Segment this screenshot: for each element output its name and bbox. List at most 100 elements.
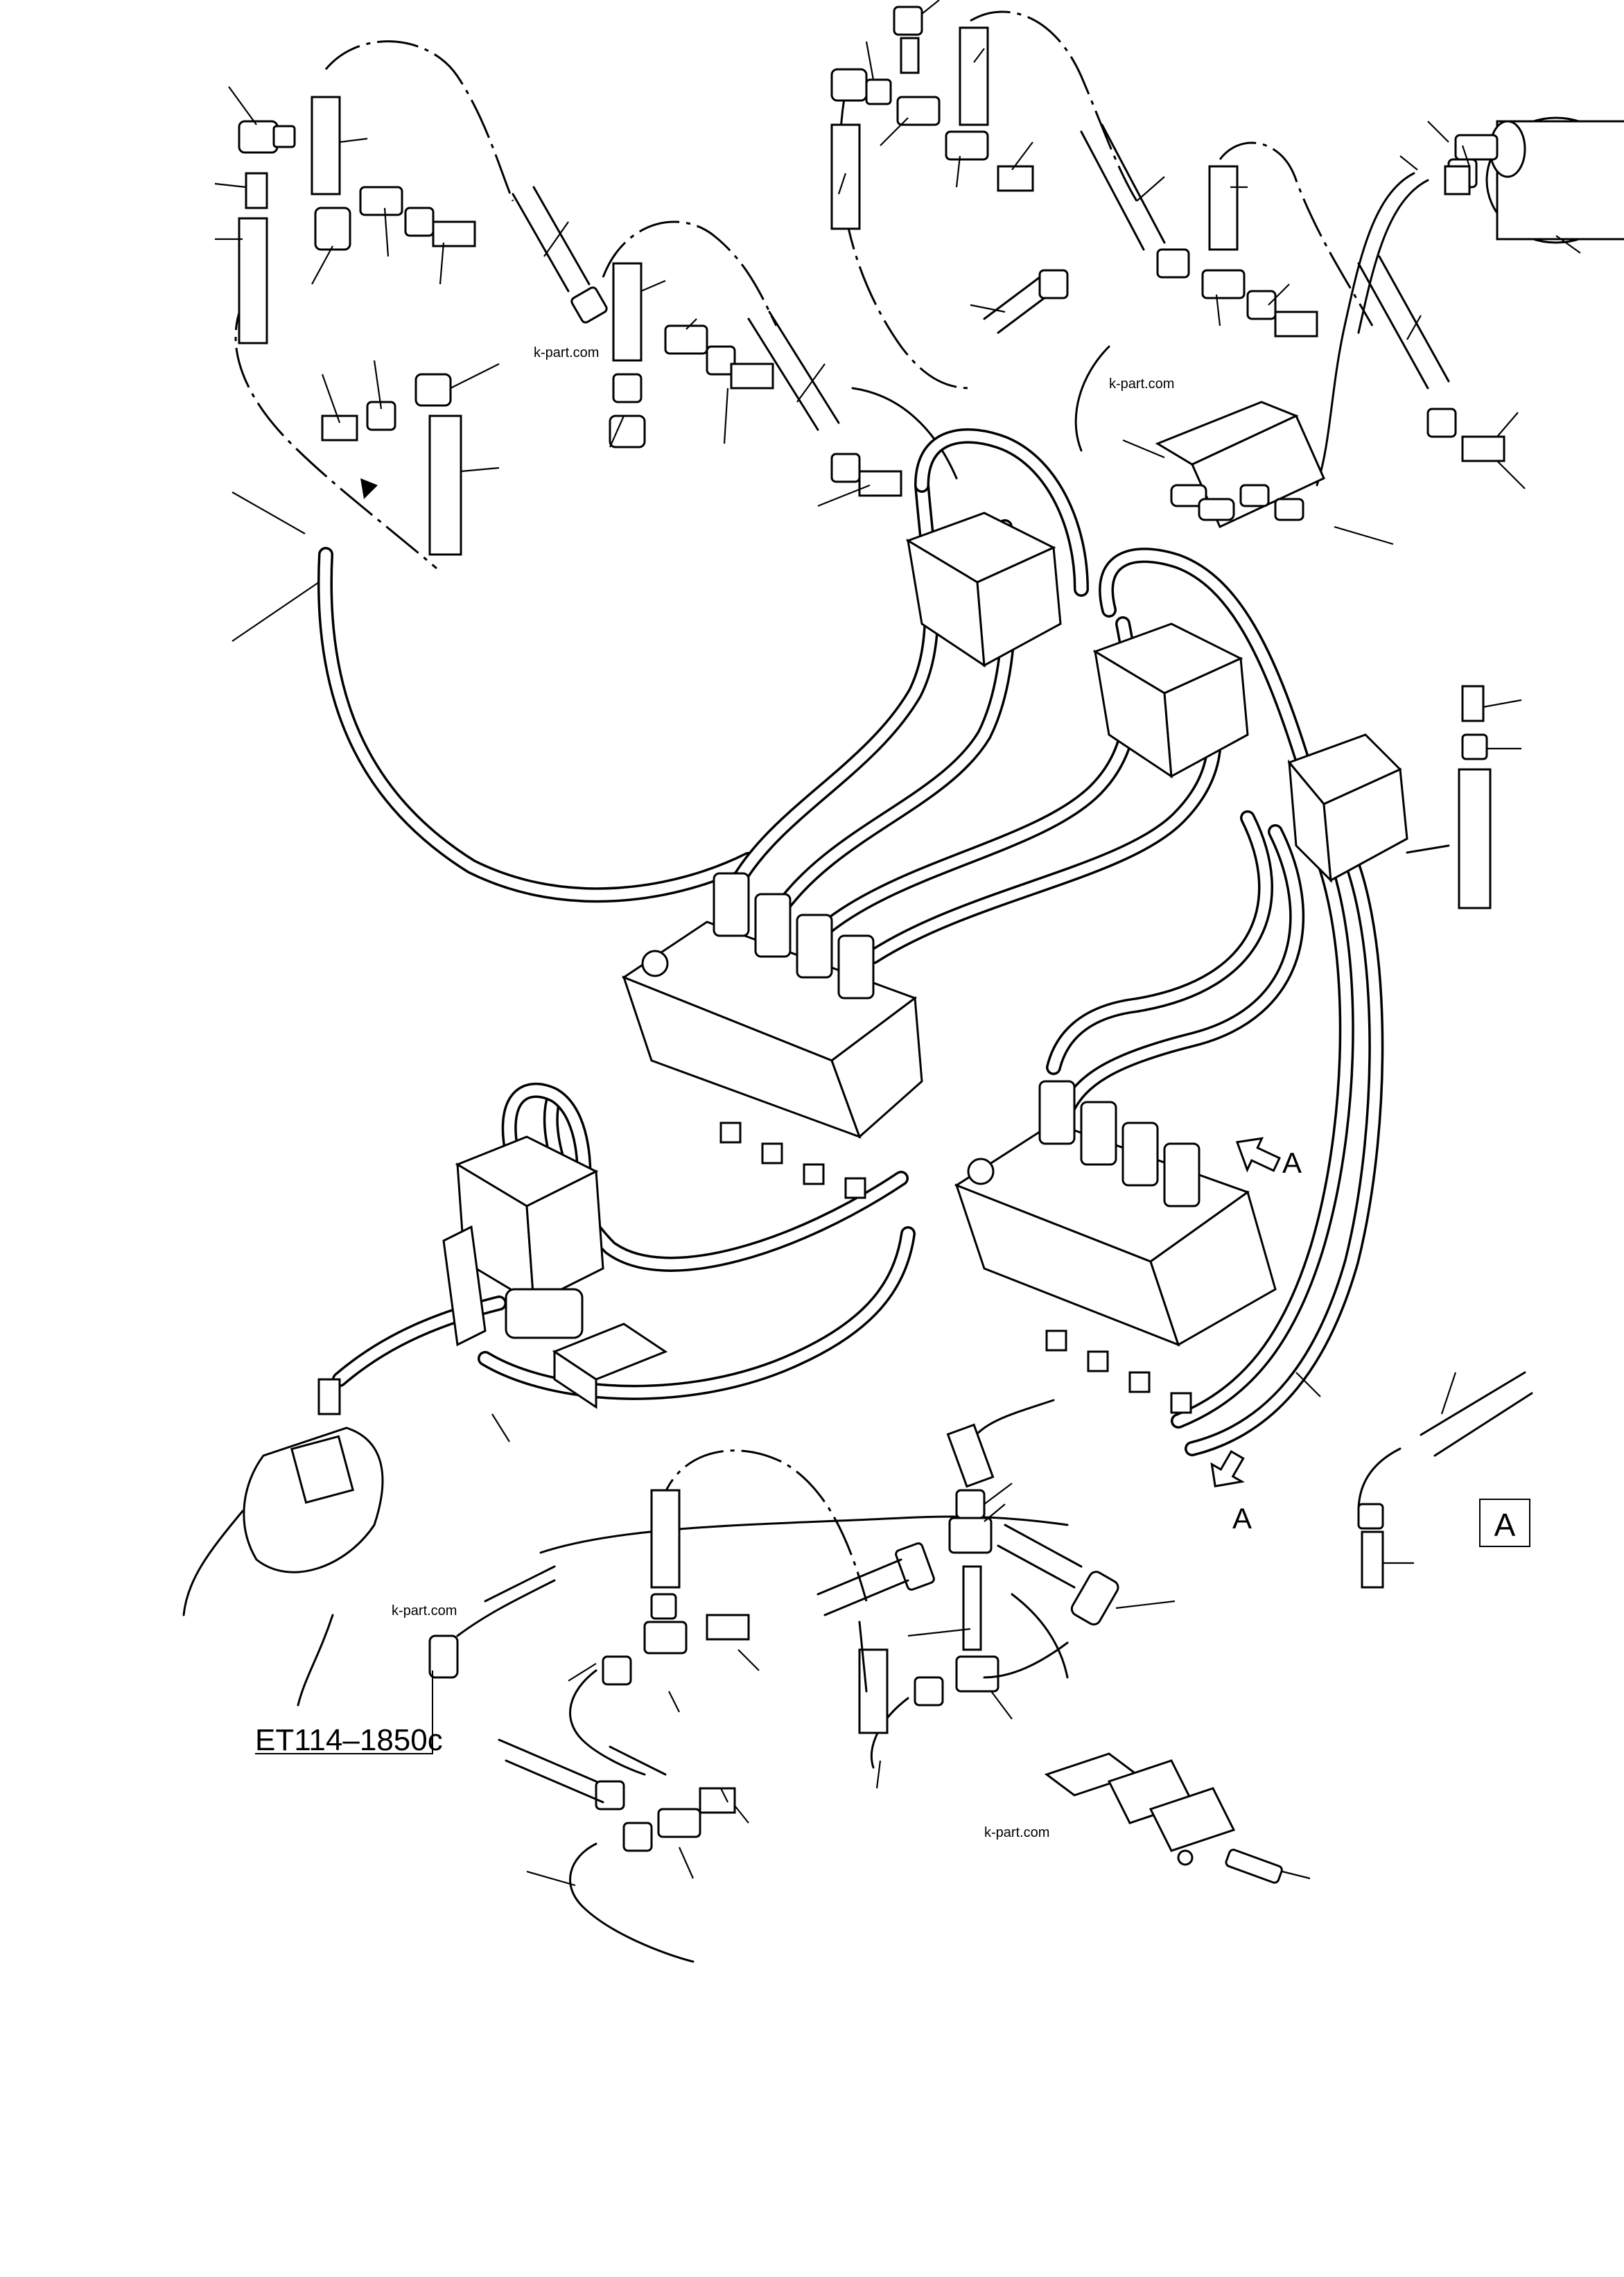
hose-segment bbox=[983, 276, 1041, 320]
leader-line bbox=[921, 0, 940, 15]
nut bbox=[272, 125, 296, 148]
adapter-fitting bbox=[699, 1787, 736, 1814]
hose-segment bbox=[569, 1669, 646, 1776]
filter-cap bbox=[290, 1435, 354, 1504]
hose-routed bbox=[720, 478, 939, 909]
nut bbox=[1156, 248, 1190, 279]
leader-line bbox=[214, 182, 247, 189]
port-fitting bbox=[844, 1177, 866, 1199]
watermark-text: k-part.com bbox=[1109, 376, 1174, 392]
hose-segment bbox=[569, 1842, 695, 1963]
hose-end bbox=[830, 123, 861, 230]
adapter-fitting bbox=[1444, 165, 1471, 195]
port-fitting bbox=[803, 1163, 825, 1185]
assembly-path-line bbox=[234, 290, 437, 570]
tee-fitting bbox=[359, 186, 403, 216]
leader-line bbox=[491, 1413, 510, 1442]
hose-segment bbox=[747, 317, 819, 431]
leader-line bbox=[970, 304, 1006, 313]
stacked-valve-blocks bbox=[905, 512, 1408, 883]
hose-routed bbox=[1185, 824, 1384, 1456]
hose-routed bbox=[817, 616, 1139, 936]
leader-line bbox=[1334, 525, 1394, 546]
right-detail-group: A bbox=[1295, 685, 1533, 1589]
leader-line bbox=[439, 242, 445, 285]
leader-line bbox=[1011, 141, 1033, 171]
leader-line bbox=[339, 137, 368, 143]
leader-line bbox=[686, 318, 697, 330]
leader-line bbox=[973, 48, 985, 63]
nut bbox=[1426, 408, 1457, 438]
nut bbox=[830, 453, 861, 483]
leader-line bbox=[1496, 412, 1519, 437]
hose-end bbox=[858, 1648, 889, 1734]
lower-left-component bbox=[182, 1378, 510, 1707]
nut bbox=[404, 207, 435, 237]
leader-line bbox=[880, 117, 909, 146]
assembly-path-line bbox=[602, 220, 778, 326]
adapter-fitting bbox=[1461, 435, 1505, 462]
hose-segment bbox=[1080, 130, 1145, 251]
tee-fitting bbox=[657, 1808, 701, 1838]
nut bbox=[650, 1593, 677, 1620]
elbow-fitting bbox=[1070, 1571, 1119, 1625]
assembly-path-line bbox=[1219, 141, 1374, 326]
valve-cap bbox=[754, 893, 792, 958]
leader-line bbox=[526, 1870, 576, 1887]
view-callout-text: A bbox=[1282, 1146, 1302, 1179]
leader-line bbox=[875, 1760, 882, 1789]
valve-cap bbox=[1080, 1101, 1117, 1166]
leader-line bbox=[228, 86, 257, 125]
nut bbox=[570, 286, 608, 324]
hose-end bbox=[311, 96, 341, 195]
leader-line bbox=[1496, 460, 1526, 489]
control-valve-bank-lower bbox=[954, 1080, 1277, 1414]
elbow-fitting bbox=[238, 120, 279, 154]
watermarks: k-part.com k-part.com k-part.com k-part.… bbox=[392, 345, 1174, 1840]
leader-line bbox=[1483, 699, 1522, 708]
hose-end bbox=[238, 217, 268, 344]
view-label-text: A bbox=[1494, 1507, 1516, 1543]
hose-end bbox=[650, 1489, 681, 1589]
leader-line bbox=[1440, 1372, 1457, 1415]
manifold-block bbox=[1155, 401, 1325, 529]
direction-arrow bbox=[1074, 345, 1110, 452]
leader-line bbox=[1282, 1870, 1311, 1880]
leader-line bbox=[837, 173, 847, 195]
hose-segment bbox=[532, 186, 591, 286]
leader-line bbox=[232, 491, 306, 534]
nut bbox=[602, 1655, 632, 1686]
direction-arrow bbox=[360, 478, 378, 499]
leader-line bbox=[1215, 294, 1221, 326]
view-arrow bbox=[1210, 1449, 1245, 1488]
pilot-valve-block bbox=[442, 1135, 668, 1409]
leader-line bbox=[311, 245, 333, 285]
valve-cap bbox=[1121, 1122, 1159, 1187]
valve-cap bbox=[713, 872, 750, 937]
assembly-path-line bbox=[970, 10, 1138, 202]
hose-segment bbox=[858, 1621, 868, 1693]
tee-fitting bbox=[948, 1517, 993, 1554]
hose-segment bbox=[817, 1558, 902, 1596]
elbow-fitting bbox=[946, 1423, 995, 1488]
adapter-fitting bbox=[1361, 1530, 1384, 1589]
leader-line bbox=[232, 582, 320, 642]
elbow-fitting bbox=[609, 415, 646, 448]
leader-line bbox=[450, 363, 500, 389]
hose-segment bbox=[768, 311, 840, 424]
nut bbox=[955, 1489, 986, 1519]
leader-line bbox=[865, 41, 875, 80]
hose-segment bbox=[1004, 1524, 1083, 1568]
hose-segment bbox=[1316, 172, 1415, 487]
port-fitting bbox=[1170, 1392, 1192, 1414]
elbow-fitting bbox=[314, 207, 351, 251]
washer bbox=[1177, 1849, 1194, 1866]
nut bbox=[1357, 1503, 1384, 1530]
hose-end bbox=[428, 1634, 459, 1679]
adapter-fitting bbox=[245, 172, 268, 209]
hose-segment bbox=[823, 1579, 909, 1616]
nut bbox=[366, 401, 396, 431]
hose-end bbox=[428, 415, 462, 556]
leader-line bbox=[734, 1805, 749, 1824]
